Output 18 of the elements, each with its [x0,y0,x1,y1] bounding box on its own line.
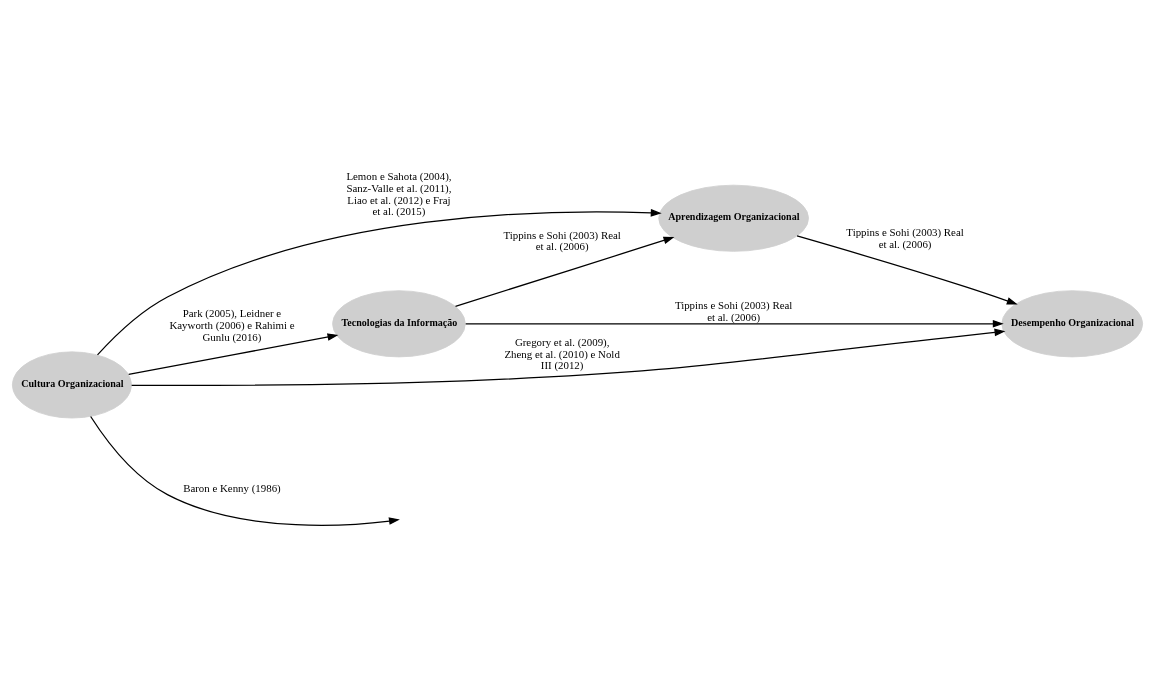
arrow [465,320,1004,328]
arrow [454,236,675,307]
arrow [796,235,1018,305]
node-ellipse: Desempenho Organizacional [1001,290,1144,358]
arrow [128,333,339,376]
arrow [131,328,1006,386]
edge-label: Tippins e Sohi (2003) Real et al. (2006) [846,226,964,250]
edge-label: Gregory et al. (2009), Zheng et al. (2010) e Nold III (2012) [504,335,620,372]
edge-label: Lemon e Sahota (2004), Sanz-Valle et al. (2011), Liao et al. (2012) e Fraj et al. (2015) [346,170,452,218]
arrow [90,415,400,526]
edge-label: Baron e Kenny (1986) [183,481,281,494]
arrow [96,209,662,356]
node-ellipse: Cultura Organizacional [11,351,132,419]
edge-label: Tippins e Sohi (2003) Real et al. (2006) [674,299,793,323]
node-ellipse: Aprendizagem Organizacional [658,184,809,252]
edge-label: Park (2005), Leidner e Kayworth (2006) e Rahimi e Gunlu (2016) [169,307,295,343]
node-ellipse: Tecnologias da Informação [332,290,466,358]
edge-label: Tippins e Sohi (2003) Real et al. (2006) [503,228,621,253]
